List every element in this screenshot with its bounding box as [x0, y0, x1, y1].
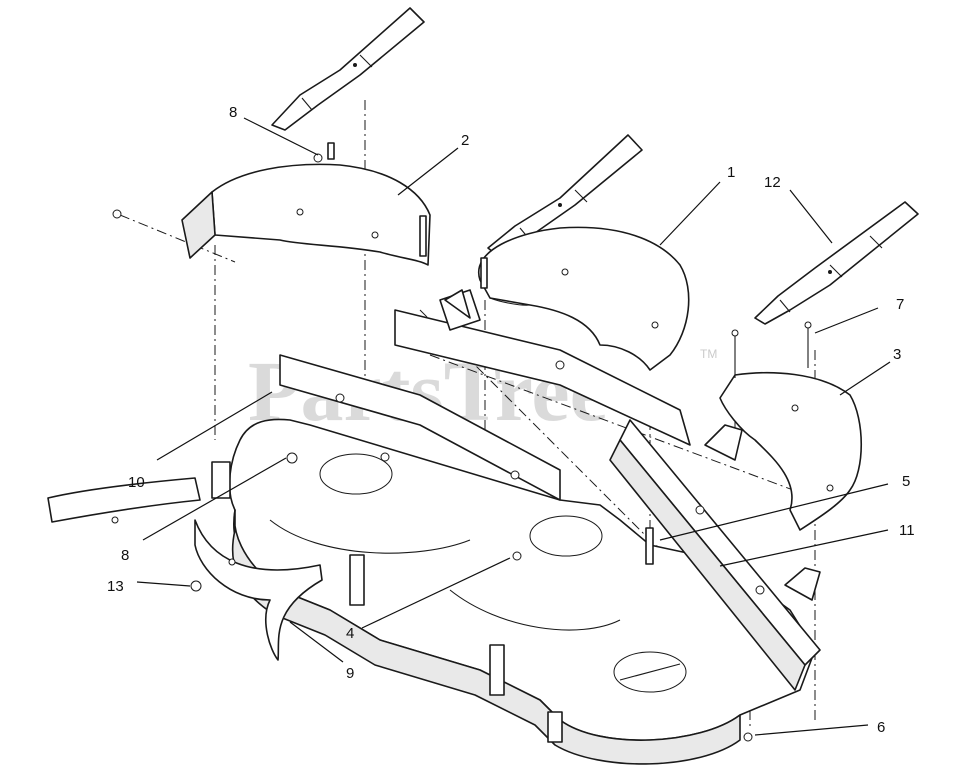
deck-baffle-left	[181, 163, 431, 266]
deck-baffle-right	[719, 371, 862, 531]
leader-lines	[136, 117, 891, 736]
callout-13: 13	[107, 578, 124, 595]
rear-brace	[279, 354, 561, 501]
side-brace	[609, 419, 821, 691]
deck-skirt-lower	[194, 519, 323, 661]
deck-skirt-left	[47, 477, 201, 524]
callout-5: 5	[902, 473, 910, 490]
callout-9: 9	[346, 665, 354, 682]
callout-labels: 1 2 3 4 5 6 7 8 8 9 10 11 12 13	[107, 104, 915, 736]
callout-8-left: 8	[121, 547, 129, 564]
callout-6: 6	[877, 719, 885, 736]
callout-4: 4	[346, 625, 354, 642]
callout-10: 10	[128, 474, 145, 491]
nut-13-icon	[190, 580, 202, 592]
callout-2: 2	[461, 132, 469, 149]
right-mounting-brackets	[444, 289, 821, 601]
callout-7: 7	[896, 296, 904, 313]
trademark-mark: TM	[700, 347, 717, 361]
hardware	[112, 142, 812, 742]
callout-3: 3	[893, 346, 901, 363]
callout-12: 12	[764, 174, 781, 191]
mower-blade-left	[271, 7, 425, 131]
mower-deck-shell	[211, 418, 816, 765]
callout-1: 1	[727, 164, 735, 181]
callout-11: 11	[899, 522, 915, 539]
deck-baffle-center	[477, 226, 690, 371]
mower-blade-right	[754, 201, 919, 325]
callout-8-top: 8	[229, 104, 237, 121]
